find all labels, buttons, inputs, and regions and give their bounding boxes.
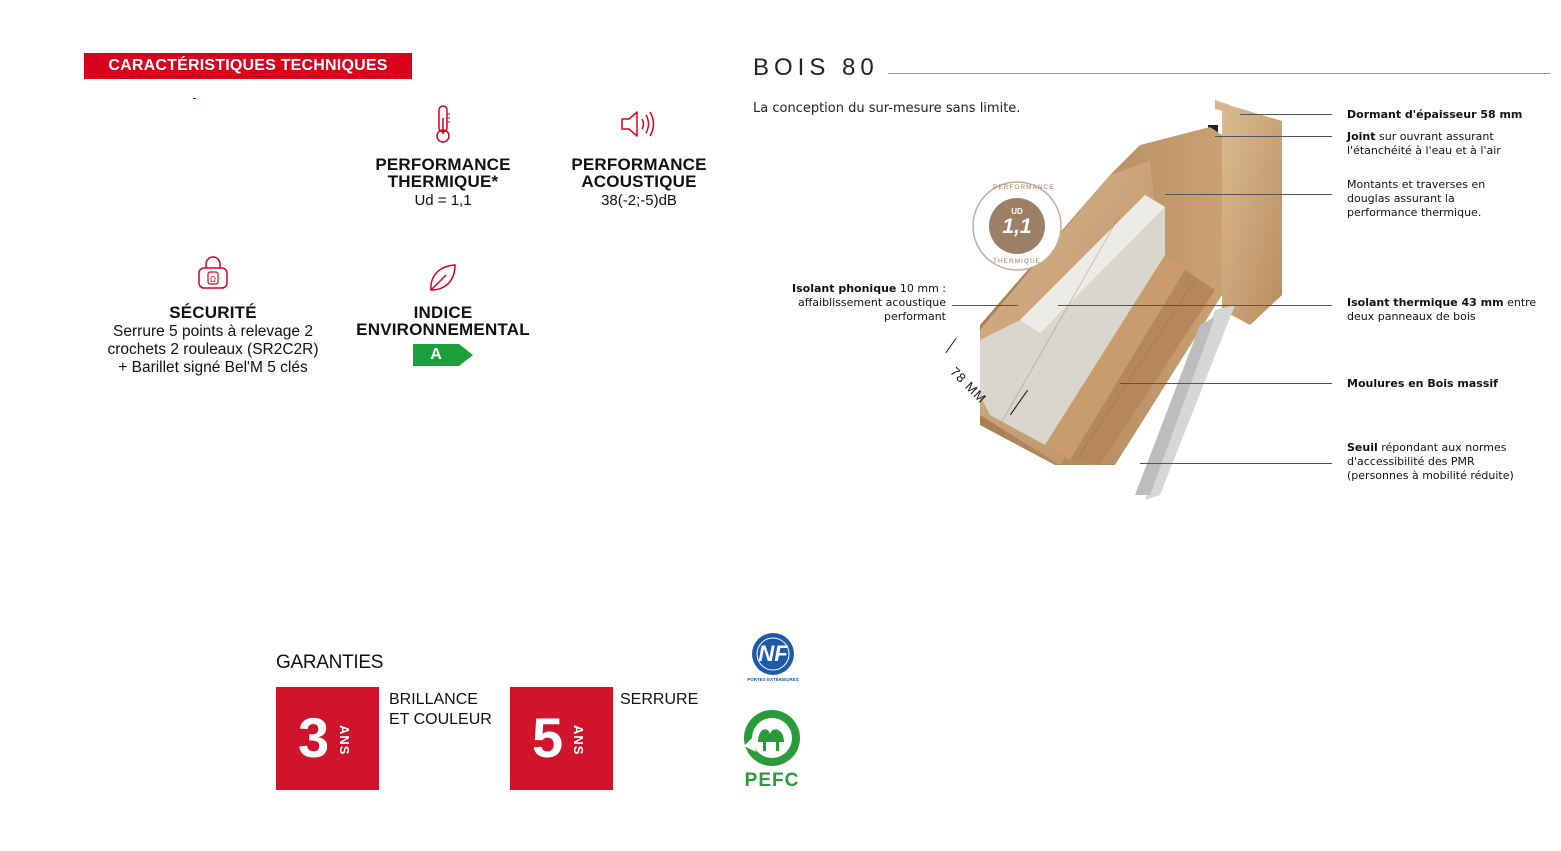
acoustic-title-2: ACOUSTIQUE: [581, 172, 697, 191]
leaf-icon: [350, 258, 536, 298]
callout-moulures: Moulures en Bois massif: [1347, 377, 1498, 391]
security-line-1: Serrure 5 points à relevage 2: [113, 323, 313, 340]
nf-caption: PORTES EXTÉRIEURES: [747, 677, 799, 682]
leader-seuil: [1140, 463, 1332, 464]
seal-label: UD: [1011, 207, 1023, 216]
product-subtitle: La conception du sur-mesure sans limite.: [753, 101, 1021, 116]
pefc-mark: PEFC: [744, 770, 800, 791]
callout-joint-text: sur ouvrant assurant: [1375, 130, 1494, 143]
guarantee-unit: ANS: [571, 725, 586, 756]
callout-seuil-text: répondant aux normes: [1377, 441, 1507, 454]
thermometer-icon: [365, 104, 521, 144]
pefc-logo: PEFC: [738, 708, 806, 792]
guarantee-label-1-line2: ET COULEUR: [389, 711, 492, 728]
callout-seuil-line3: (personnes à mobilité réduite): [1347, 469, 1514, 482]
dimension-tick-1: [945, 337, 957, 354]
nf-logo: NF PORTES EXTÉRIEURES: [743, 632, 803, 686]
callout-isolant-thermique-text: entre: [1503, 296, 1537, 309]
thermal-performance-seal: PERFORMANCE UD 1,1 THERMIQUE: [971, 180, 1063, 272]
environment-grade: A: [430, 346, 442, 363]
callout-seuil-bold: Seuil: [1347, 441, 1378, 454]
decorative-dot: [193, 98, 196, 99]
leader-montants: [1165, 194, 1332, 195]
callout-montants: Montants et traverses en douglas assuran…: [1347, 178, 1485, 220]
leader-joint: [1215, 136, 1332, 137]
seal-value: 1,1: [1002, 215, 1032, 238]
callout-isolant-phonique-line3: performant: [884, 310, 946, 323]
acoustic-title-1: PERFORMANCE: [571, 155, 707, 174]
leader-dormant: [1240, 114, 1332, 115]
callout-isolant-thermique-line2: deux panneaux de bois: [1347, 310, 1476, 323]
feature-security: Ω SÉCURITÉ Serrure 5 points à relevage 2…: [88, 252, 338, 377]
callout-isolant-phonique: Isolant phonique 10 mm : affaiblissement…: [760, 282, 946, 324]
environment-grade-badge: A: [413, 344, 473, 366]
nf-mark: NF: [758, 641, 788, 666]
callout-isolant-phonique-line2: affaiblissement acoustique: [797, 296, 946, 309]
seal-top-text: PERFORMANCE: [993, 184, 1055, 191]
callout-isolant-phonique-text: 10 mm :: [896, 282, 946, 295]
svg-text:Ω: Ω: [210, 275, 216, 284]
guarantee-badge-5-years: 5 ANS: [510, 687, 613, 790]
product-title: BOIS 80: [753, 54, 879, 81]
leader-moulures: [1120, 383, 1332, 384]
door-section-illustration: [980, 100, 1282, 500]
seal-bottom-text: THERMIQUE: [993, 258, 1041, 265]
feature-thermal: PERFORMANCE THERMIQUE* Ud = 1,1: [365, 104, 521, 210]
callout-isolant-thermique-bold: Isolant thermique 43 mm: [1347, 296, 1504, 309]
security-line-3: + Barillet signé Bel'M 5 clés: [118, 359, 308, 376]
environment-title-2: ENVIRONNEMENTAL: [356, 320, 530, 339]
security-line-2: crochets 2 rouleaux (SR2C2R): [107, 341, 319, 358]
thermal-title-1: PERFORMANCE: [375, 155, 511, 174]
callout-joint-line2: l'étanchéité à l'eau et à l'air: [1347, 144, 1501, 157]
leader-isolant-phonique: [952, 305, 1018, 306]
callout-dormant-bold: Dormant d'épaisseur 58 mm: [1347, 108, 1523, 121]
callout-montants-line2: douglas assurant la: [1347, 192, 1455, 205]
guarantee-years: 5: [532, 706, 564, 769]
callout-seuil-line2: d'accessibilité des PMR: [1347, 455, 1475, 468]
feature-acoustic: PERFORMANCE ACOUSTIQUE 38(-2;-5)dB: [561, 104, 717, 210]
feature-environment: INDICE ENVIRONNEMENTAL: [350, 258, 536, 338]
speaker-icon: [561, 104, 717, 144]
guarantee-label-1-line1: BRILLANCE: [389, 691, 478, 708]
acoustic-value: 38(-2;-5)dB: [601, 192, 677, 209]
guarantee-unit: ANS: [337, 725, 352, 756]
leader-isolant-thermique: [1058, 305, 1332, 306]
section-title: CARACTÉRISTIQUES TECHNIQUES: [84, 53, 412, 79]
environment-title-1: INDICE: [413, 303, 473, 322]
callout-moulures-bold: Moulures en Bois massif: [1347, 377, 1498, 390]
guarantee-badge-3-years: 3 ANS: [276, 687, 379, 790]
thermal-value: Ud = 1,1: [414, 192, 472, 209]
guarantees-title: GARANTIES: [276, 652, 384, 673]
callout-isolant-thermique: Isolant thermique 43 mm entre deux panne…: [1347, 296, 1536, 324]
guarantee-label-2-line1: SERRURE: [620, 691, 699, 708]
guarantee-label-2: SERRURE: [620, 690, 698, 710]
padlock-icon: Ω: [88, 252, 338, 292]
callout-joint-bold: Joint: [1347, 130, 1376, 143]
callout-seuil: Seuil répondant aux normes d'accessibili…: [1347, 441, 1514, 483]
guarantee-years: 3: [298, 706, 330, 769]
thermal-title-2: THERMIQUE*: [387, 172, 499, 191]
callout-isolant-phonique-bold: Isolant phonique: [792, 282, 897, 295]
callout-joint: Joint sur ouvrant assurant l'étanchéité …: [1347, 130, 1501, 158]
guarantee-label-1: BRILLANCE ET COULEUR: [389, 690, 492, 730]
callout-dormant: Dormant d'épaisseur 58 mm: [1347, 108, 1522, 122]
security-title: SÉCURITÉ: [169, 303, 257, 322]
callout-montants-line1: Montants et traverses en: [1347, 178, 1486, 191]
title-rule: [888, 73, 1550, 74]
callout-montants-line3: performance thermique.: [1347, 206, 1482, 219]
